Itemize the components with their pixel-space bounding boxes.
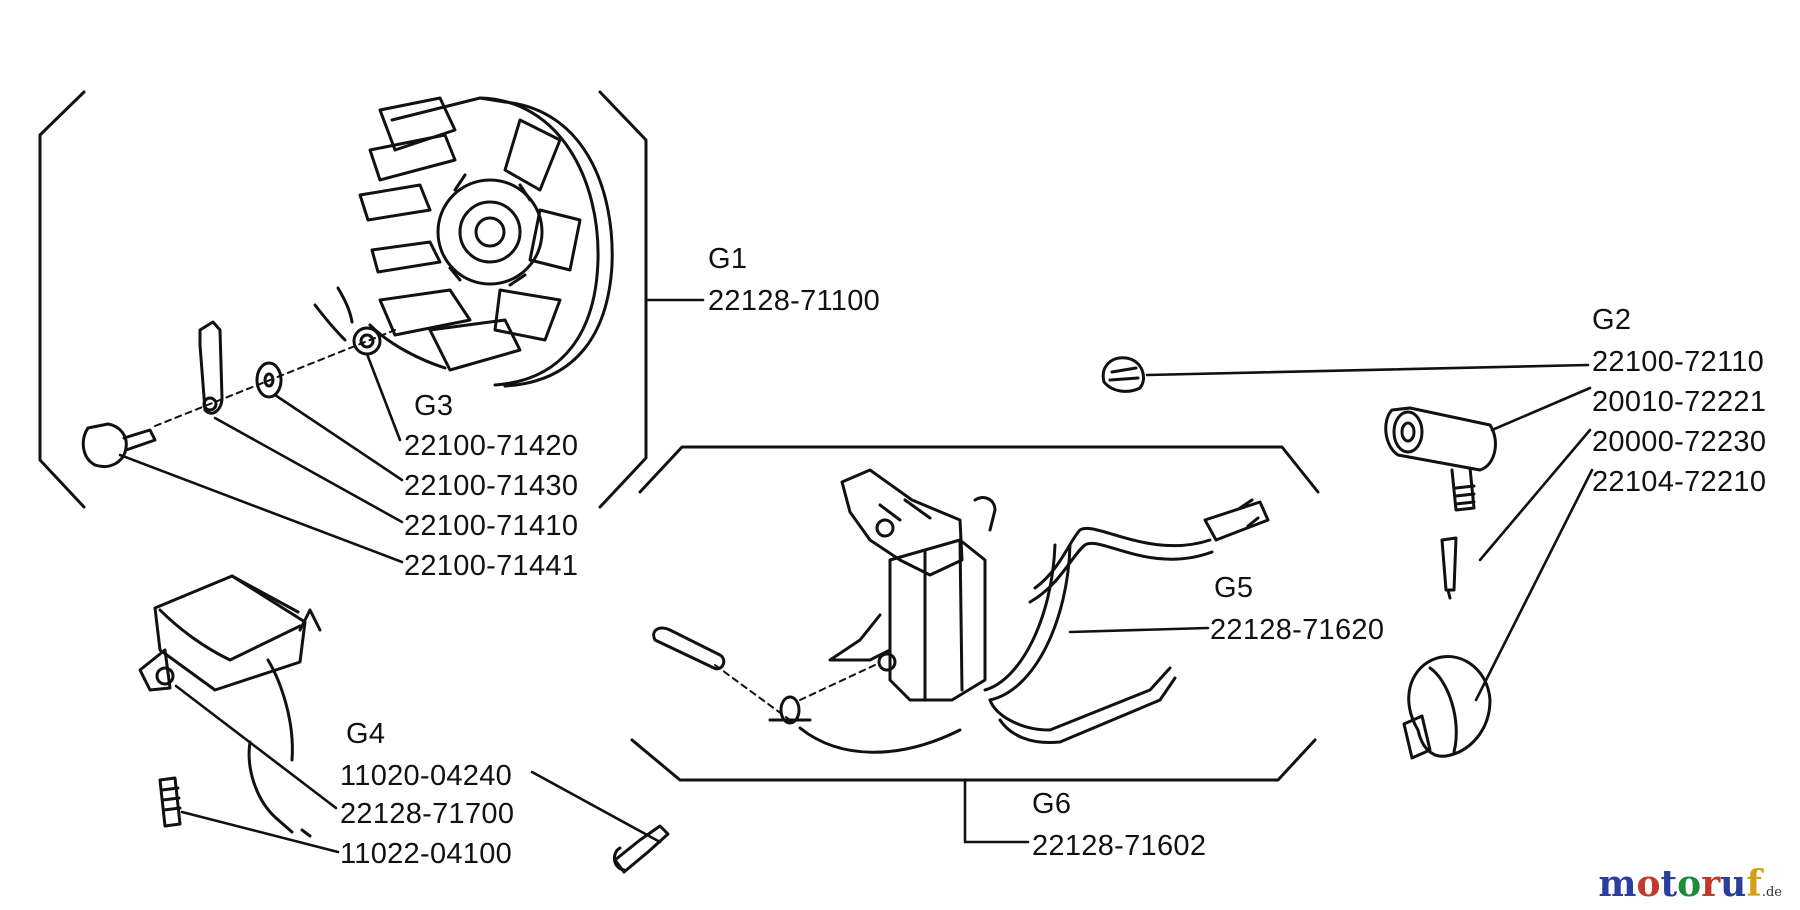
g2-code: G2 — [1592, 304, 1632, 336]
watermark-letter: o — [1677, 863, 1701, 905]
g4-part-3: 11022-04100 — [340, 838, 513, 870]
g3-code: G3 — [414, 390, 454, 422]
g1-code: G1 — [708, 243, 748, 275]
watermark-letter: u — [1720, 863, 1746, 905]
g6-part-1: 22128-71602 — [1032, 830, 1207, 862]
g5-part-1: 22128-71620 — [1210, 614, 1385, 646]
watermark-suffix: .de — [1762, 885, 1782, 900]
g3-part-2: 22100-71430 — [404, 470, 579, 502]
g2-part-3: 20000-72230 — [1592, 426, 1767, 458]
watermark-letter: f — [1746, 863, 1764, 905]
g5-code: G5 — [1214, 572, 1254, 604]
g3-part-4: 22100-71441 — [404, 550, 579, 582]
g3-part-3: 22100-71410 — [404, 510, 579, 542]
watermark-letter: o — [1637, 863, 1661, 905]
leader-lines — [118, 298, 1594, 854]
watermark-motoruf: motoruf.de — [1598, 863, 1782, 905]
g4-part-2: 22128-71700 — [340, 798, 515, 830]
g1-part-1: 22128-71100 — [708, 285, 881, 317]
g3-parts-drawing — [81, 286, 396, 468]
g1-bracket — [38, 90, 648, 509]
watermark-letter: m — [1598, 863, 1636, 905]
g2-part-4: 22104-72210 — [1592, 466, 1767, 498]
watermark-letter: t — [1661, 863, 1678, 905]
g4-part-1: 11020-04240 — [340, 760, 513, 792]
watermark-letter: r — [1701, 863, 1721, 905]
g4-parts-drawing — [138, 574, 670, 874]
g2-part-2: 20010-72221 — [1592, 386, 1767, 418]
g6-code: G6 — [1032, 788, 1072, 820]
g6-bracket — [630, 445, 1320, 782]
ignition-coil-drawing — [652, 468, 1270, 754]
g2-part-1: 22100-72110 — [1592, 346, 1765, 378]
flywheel-drawing — [358, 96, 614, 388]
g3-part-1: 22100-71420 — [404, 430, 579, 462]
g4-code: G4 — [346, 718, 386, 750]
